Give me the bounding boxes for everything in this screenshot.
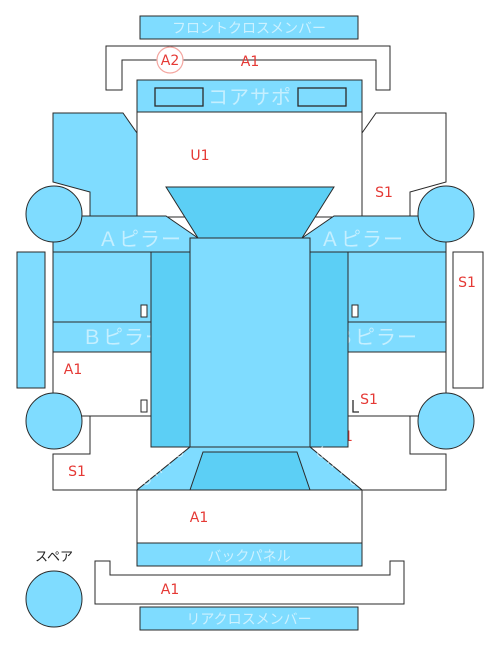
core-support-headlight-right <box>297 87 347 107</box>
spare-label: スペア <box>35 550 73 565</box>
left-roof-rail[interactable] <box>150 251 191 448</box>
right-roof-rail[interactable] <box>309 251 349 448</box>
right-front-fender[interactable] <box>361 112 447 217</box>
windshield[interactable] <box>165 186 335 239</box>
roof[interactable] <box>189 237 311 453</box>
tire-rear-left[interactable] <box>25 392 83 450</box>
right-front-door[interactable] <box>347 251 447 323</box>
code-hood-u1: U1 <box>190 148 209 164</box>
a-pillar-right-label: Ａピラー <box>320 227 404 251</box>
code-right-rear-door-s1: S1 <box>360 392 378 408</box>
front-cross-member-label: フロントクロスメンバー <box>172 21 326 37</box>
rear-bumper-bracket[interactable] <box>94 560 405 605</box>
core-support-label: コアサポ <box>208 85 292 109</box>
rear-cross-member[interactable]: リアクロスメンバー <box>139 606 359 631</box>
right-rear-door-handle <box>352 400 359 413</box>
core-support-headlight-left <box>154 87 204 107</box>
svg-text:A2: A2 <box>161 53 179 69</box>
front-cross-member[interactable]: フロントクロスメンバー <box>139 15 359 40</box>
back-panel[interactable]: バックパネル <box>136 542 363 567</box>
left-front-door[interactable] <box>52 251 152 323</box>
trunk-lid[interactable] <box>136 489 363 544</box>
code-left-quarter-s1: S1 <box>68 464 86 480</box>
code-front-a1: A1 <box>241 54 259 70</box>
a-pillar-left[interactable]: Ａピラー <box>52 215 199 253</box>
left-side-panel[interactable] <box>16 251 46 389</box>
core-support[interactable]: コアサポ <box>136 79 363 113</box>
rear-cross-member-label: リアクロスメンバー <box>186 612 311 628</box>
right-side-panel[interactable] <box>452 251 484 389</box>
rear-window-inner <box>189 451 311 491</box>
right-front-door-handle <box>351 304 359 318</box>
back-panel-label: バックパネル <box>207 549 290 565</box>
code-left-rear-door-a1: A1 <box>64 362 82 378</box>
tire-front-left[interactable] <box>25 185 83 243</box>
code-right-side-s1: S1 <box>458 275 476 291</box>
code-trunk-a1: A1 <box>190 510 208 526</box>
left-front-door-handle <box>140 304 148 318</box>
code-front-a2: A2 <box>156 46 184 74</box>
left-rear-door-handle <box>140 399 148 413</box>
code-rear-a1: A1 <box>161 582 179 598</box>
tire-front-right[interactable] <box>417 185 475 243</box>
code-right-front-fender-s1: S1 <box>375 185 393 201</box>
a-pillar-right[interactable]: Ａピラー <box>301 215 447 253</box>
a-pillar-left-label: Ａピラー <box>98 227 182 251</box>
spare-tire[interactable] <box>25 570 83 628</box>
tire-rear-right[interactable] <box>417 392 475 450</box>
